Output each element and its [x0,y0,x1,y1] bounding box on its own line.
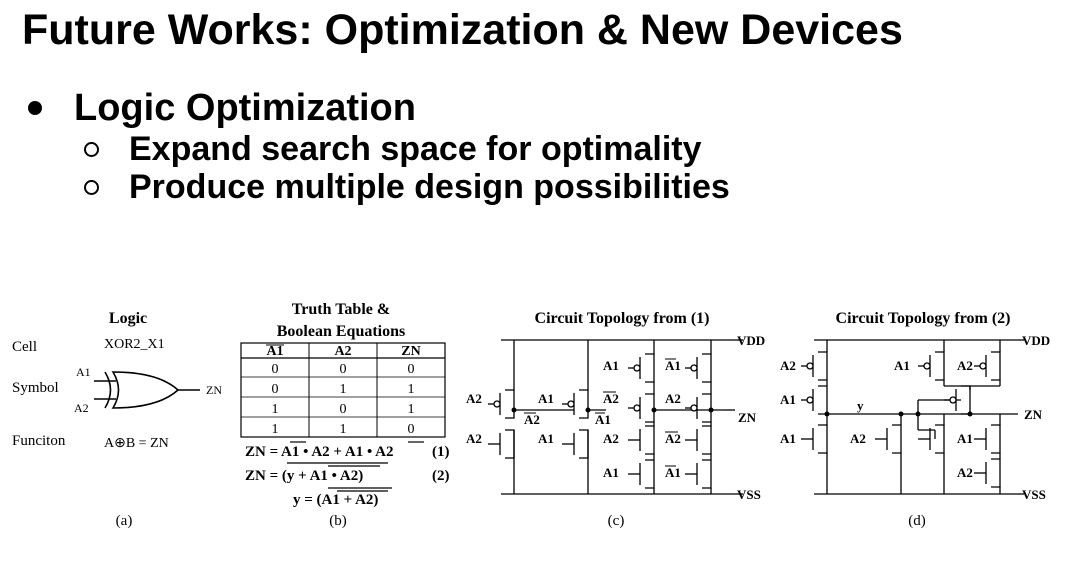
gate-label: A1 [665,358,681,373]
caption-a: (a) [116,513,133,529]
gate-label: A1 [603,465,619,480]
table-cell: 1 [340,422,347,437]
bullet-list: Logic Optimization Expand search space f… [26,86,730,206]
panel-a-heading: Logic [109,310,147,327]
function-label: Funciton [12,433,66,449]
table-header: A2 [334,344,351,359]
gate-label: A1 [538,391,554,406]
table-cell: 0 [272,382,279,397]
gate-label: A2 [466,391,482,406]
vss-label: VSS [737,487,761,502]
gate-label: A1 [603,358,619,373]
panel-b-heading-2: Boolean Equations [277,323,405,340]
gate-label: A2 [957,465,973,480]
caption-c: (c) [608,513,625,529]
equation-1-number: (1) [432,444,450,460]
overline-marks [287,441,424,492]
zn-label: ZN [738,410,757,425]
node-y-label: y [857,398,864,413]
table-cell: 1 [340,382,347,397]
table-cell: 0 [340,402,347,417]
xor-figure: Logic Cell XOR2_X1 Symbol A1 A2 ZN Funci… [0,290,1074,540]
table-cell: 0 [408,422,415,437]
gate-label: A2 [603,391,619,406]
vdd-label: VDD [737,333,765,348]
gate-label: A2 [850,431,866,446]
slide-title: Future Works: Optimization & New Devices [22,6,903,54]
cell-value: XOR2_X1 [104,337,165,352]
table-cell: 1 [408,382,415,397]
gate-label: A2 [466,431,482,446]
table-cell: 0 [340,362,347,377]
table-cell: 0 [408,362,415,377]
circuit-d-wires [814,339,1024,495]
sub-bullet-text: Produce multiple design possibilities [129,167,730,206]
gate-label: A2 [665,431,681,446]
gate-label: A2 [665,391,681,406]
gate-label: A2 [957,358,973,373]
bullet-ring-icon [84,179,99,195]
sub-bullet: Expand search space for optimality [84,130,730,168]
panel-d-heading: Circuit Topology from (2) [836,310,1011,327]
equation-2: ZN = (y + A1 • A2) [245,468,363,484]
bullet-main: Logic Optimization [26,86,730,130]
table-cell: 0 [272,362,279,377]
sub-bullet: Produce multiple design possibilities [84,168,730,206]
cell-label: Cell [12,339,37,355]
caption-d: (d) [908,513,926,529]
gate-label: A1 [894,358,910,373]
xor-input-a2: A2 [74,401,89,415]
gate-label: A1 [957,431,973,446]
node-label: A2 [524,412,540,427]
gate-label: A1 [665,465,681,480]
table-cell: 1 [408,402,415,417]
gate-label: A2 [780,358,796,373]
table-cell: 1 [272,402,279,417]
xor-input-a1: A1 [76,365,91,379]
gate-label: A1 [538,431,554,446]
vss-label: VSS [1022,487,1046,502]
table-header: A1 [266,344,283,359]
vdd-label: VDD [1022,333,1050,348]
zn-label: ZN [1024,407,1043,422]
figure-svg: Logic Cell XOR2_X1 Symbol A1 A2 ZN Funci… [12,301,1050,529]
caption-b: (b) [329,513,347,529]
xor-output-zn: ZN [206,383,222,397]
circuit-c-wires [501,339,743,495]
equation-2-number: (2) [432,468,450,484]
bullet-main-text: Logic Optimization [74,86,416,129]
table-cell: 1 [272,422,279,437]
table-header: ZN [401,344,420,359]
bullet-ring-icon [84,141,99,157]
gate-label: A1 [780,431,796,446]
xor-gate-icon [94,371,200,409]
circuit-c-overlines [524,358,678,467]
equation-3: y = (A1 + A2) [293,492,378,508]
function-value: A⊕B = ZN [104,436,169,451]
node-label: A1 [595,412,611,427]
panel-c-heading: Circuit Topology from (1) [535,310,710,327]
equation-1: ZN = A1 • A2 + A1 • A2 [245,444,393,460]
symbol-label: Symbol [12,380,59,396]
bullet-dot-icon [28,101,42,115]
panel-b-heading-1: Truth Table & [292,301,390,318]
gate-label: A2 [603,431,619,446]
gate-label: A1 [780,392,796,407]
sub-bullet-text: Expand search space for optimality [129,129,702,168]
truth-table: A1 A2 ZN 0 0 0 0 1 1 1 0 1 1 1 0 [240,342,446,438]
